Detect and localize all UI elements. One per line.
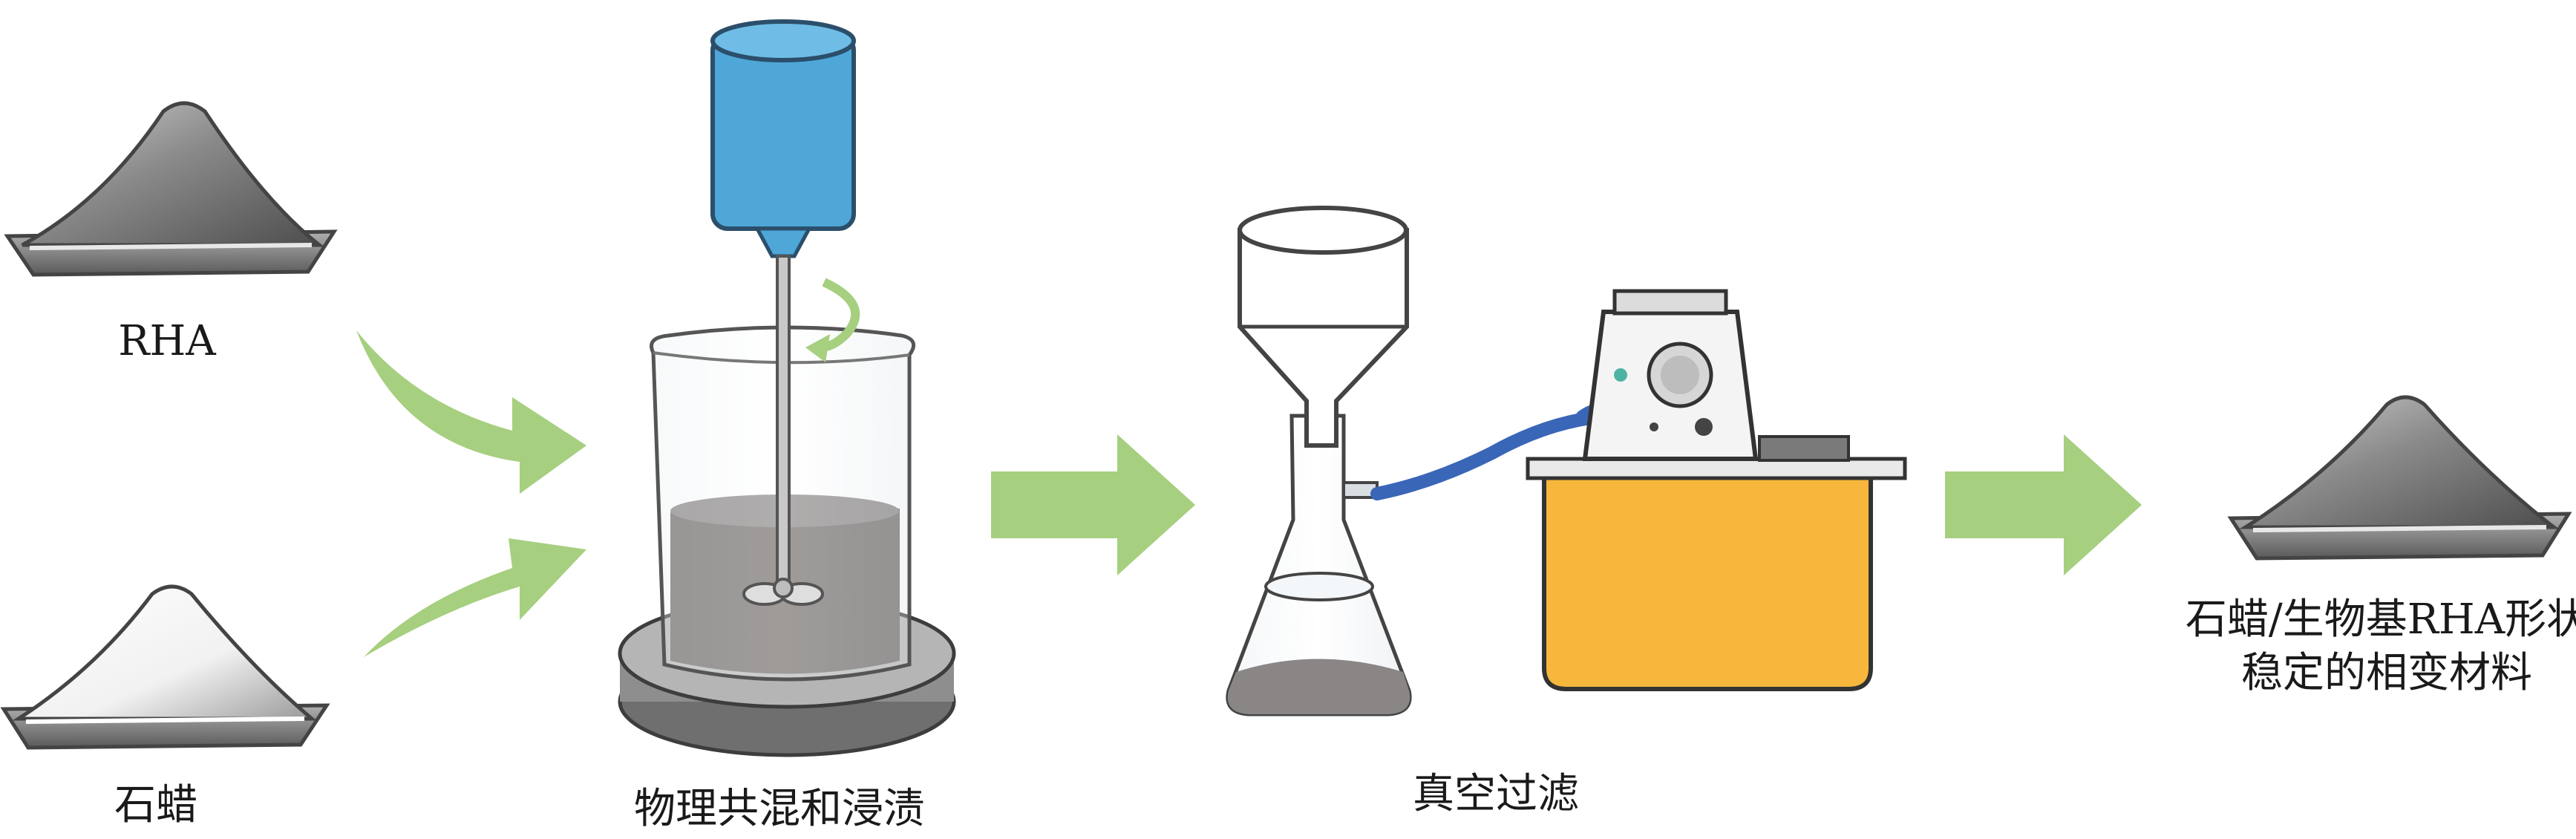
curved-arrow-bottom-icon [364, 538, 586, 657]
process-arrow-1-icon [991, 434, 1195, 575]
rha-label: RHA [118, 317, 216, 365]
product-label-line1: 石蜡/生物基RHA形状 [2185, 595, 2576, 644]
stirring-beaker-icon [618, 19, 956, 757]
vacuum-pump-icon [1526, 289, 1907, 691]
vacuum-filtration-label: 真空过滤 [1413, 770, 1579, 818]
curved-arrow-top-icon [356, 330, 586, 494]
filter-flask-icon [1226, 206, 1412, 716]
product-pile-icon [2227, 395, 2572, 561]
process-arrow-2-icon [1945, 434, 2142, 575]
rha-powder-pile-icon [4, 101, 338, 277]
mixing-step-label: 物理共混和浸渍 [634, 785, 925, 833]
product-label-line2: 稳定的相变材料 [2241, 649, 2532, 697]
paraffin-pile-icon [0, 584, 330, 750]
paraffin-label: 石蜡 [114, 781, 197, 829]
